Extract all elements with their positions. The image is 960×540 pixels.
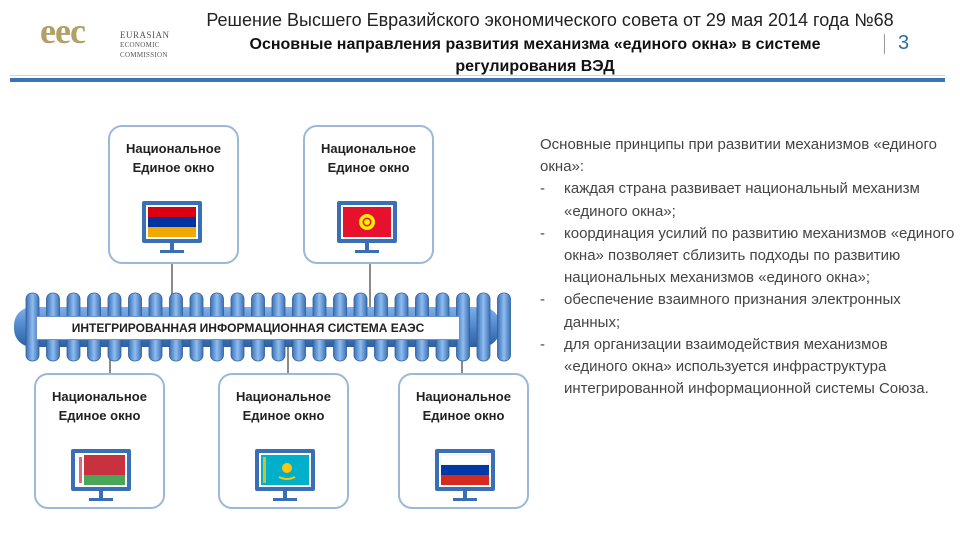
eec-logo: eec	[40, 11, 86, 51]
node-label-line: Национальное	[52, 389, 147, 404]
list-item: - для организации взаимодействия механизм…	[540, 334, 955, 401]
page-number: 3	[898, 32, 910, 54]
list-item-text: обеспечение взаимного признания электрон…	[564, 291, 901, 331]
title-separator	[884, 34, 885, 54]
list-item-text: для организации взаимодействия механизмо…	[564, 335, 929, 398]
monitor-icon	[71, 449, 131, 501]
node-label: Национальное Единое окно	[110, 139, 237, 177]
bullet-dash: -	[540, 335, 545, 353]
node-label-line: Единое окно	[58, 408, 141, 423]
slide-title: Решение Высшего Евразийского экономическ…	[206, 10, 894, 30]
header-divider-thin	[10, 75, 945, 76]
node-label-line: Национальное	[236, 389, 331, 404]
russia-flag	[440, 454, 490, 485]
node-label-line: Единое окно	[242, 408, 325, 423]
node-label-line: Национальное	[321, 141, 416, 156]
node-label-line: Единое окно	[422, 408, 505, 423]
monitor-icon	[142, 201, 202, 253]
list-item-text: каждая страна развивает национальный мех…	[564, 180, 920, 220]
node-label-line: Национальное	[416, 389, 511, 404]
node-label-line: Национальное	[126, 141, 221, 156]
monitor-icon	[255, 449, 315, 501]
principles-intro: Основные принципы при развитии механизмо…	[540, 136, 937, 176]
national-window-kazakhstan: Национальное Единое окно	[218, 373, 349, 509]
node-label: Национальное Единое окно	[305, 139, 432, 177]
list-item: - каждая страна развивает национальный ме…	[540, 178, 955, 222]
list-item-text: координация усилий по развитию механизмо…	[564, 224, 955, 287]
bus-ring	[497, 292, 511, 362]
header-divider	[10, 78, 945, 82]
armenia-flag	[148, 207, 196, 237]
principles-list: - каждая страна развивает национальный ме…	[540, 178, 955, 400]
logo-subtitle-line: EURASIAN	[120, 30, 170, 40]
monitor-icon	[337, 201, 397, 253]
list-item: - обеспечение взаимного признания электро…	[540, 289, 955, 333]
kazakhstan-flag	[261, 455, 309, 485]
national-window-kyrgyzstan: Национальное Единое окно	[303, 125, 434, 264]
list-item: - координация усилий по развитию механизм…	[540, 223, 955, 290]
belarus-flag	[77, 455, 125, 485]
integration-system-label: ИНТЕГРИРОВАННАЯ ИНФОРМАЦИОННАЯ СИСТЕМА Е…	[36, 316, 460, 340]
logo-subtitle-line: ECONOMIC	[120, 41, 160, 49]
bullet-dash: -	[540, 291, 545, 309]
node-label: Национальное Единое окно	[400, 387, 527, 425]
national-window-belarus: Национальное Единое окно	[34, 373, 165, 509]
node-label-line: Единое окно	[132, 160, 215, 175]
node-label: Национальное Единое окно	[220, 387, 347, 425]
bullet-dash: -	[540, 180, 545, 198]
kyrgyzstan-flag	[343, 207, 391, 237]
national-window-armenia: Национальное Единое окно	[108, 125, 239, 264]
logo-subtitle-line: COMMISSION	[120, 51, 168, 59]
node-label-line: Единое окно	[327, 160, 410, 175]
national-window-russia: Национальное Единое окно	[398, 373, 529, 509]
bullet-dash: -	[540, 224, 545, 242]
principles-panel: Основные принципы при развитии механизмо…	[540, 134, 955, 400]
bus-ring	[476, 292, 491, 362]
slide-subtitle: Основные направления развития механизма …	[249, 36, 821, 75]
slide-header: eec EURASIAN ECONOMIC COMMISSION Решение…	[0, 0, 960, 82]
monitor-icon	[435, 449, 495, 501]
node-label: Национальное Единое окно	[36, 387, 163, 425]
logo-subtitle: EURASIAN ECONOMIC COMMISSION	[120, 30, 170, 60]
